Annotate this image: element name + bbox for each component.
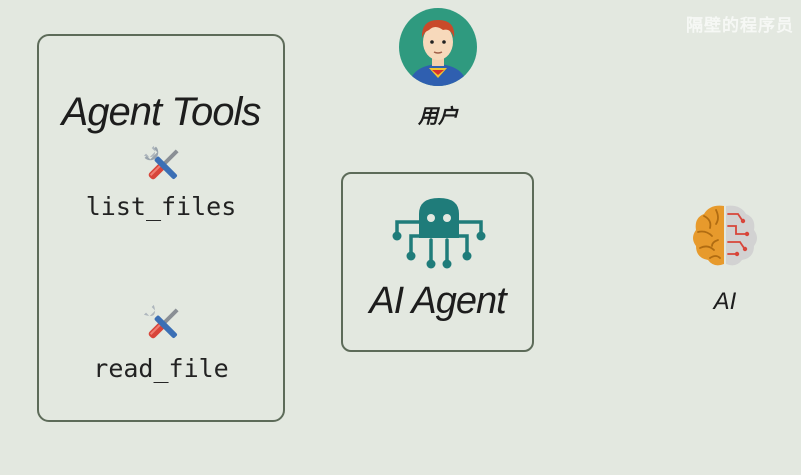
superhero-avatar-icon: [399, 8, 477, 86]
ai-label: AI: [713, 288, 737, 315]
agent-tools-title: Agent Tools: [61, 90, 262, 134]
ai-agent-box: AI Agent: [341, 172, 534, 352]
tool-list-files: list_files: [85, 192, 237, 221]
agent-tools-panel: Agent Tools list_files read_file: [37, 34, 285, 422]
tool-read-file: read_file: [93, 354, 229, 383]
ai-agent-label: AI Agent: [369, 280, 506, 322]
wrench-screwdriver-icon: [143, 304, 179, 339]
brain-circuit-icon: [693, 205, 757, 266]
octopus-robot-icon: [392, 198, 486, 269]
user-label: 用户: [418, 104, 458, 128]
watermark: 隔壁的程序员: [686, 16, 794, 36]
wrench-screwdriver-icon: [143, 145, 179, 180]
